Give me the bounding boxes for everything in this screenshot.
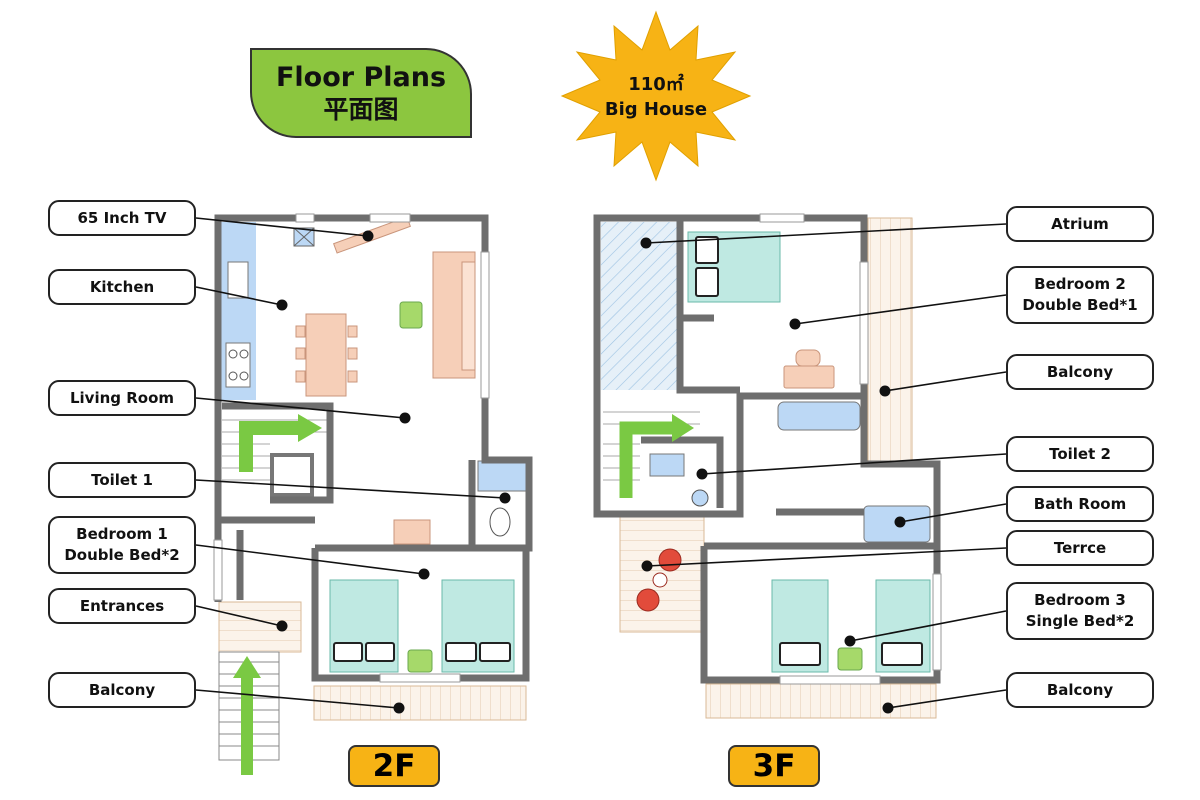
anchor-dot bbox=[276, 299, 288, 311]
leader-line bbox=[701, 453, 1007, 475]
callout-bedroom3: Bedroom 3 Single Bed*2 bbox=[1006, 582, 1154, 640]
leader-line bbox=[899, 503, 1007, 523]
leader-lines bbox=[195, 217, 1007, 714]
anchor-dot bbox=[399, 412, 411, 424]
anchor-dot bbox=[696, 468, 708, 480]
anchor-dot bbox=[362, 230, 374, 242]
leader-line bbox=[884, 371, 1007, 392]
callout-living: Living Room bbox=[48, 380, 196, 416]
callout-tv: 65 Inch TV bbox=[48, 200, 196, 236]
callout-balcony2f: Balcony bbox=[48, 672, 196, 708]
callout-text: Balcony bbox=[1046, 362, 1114, 381]
callout-bathroom: Bath Room bbox=[1006, 486, 1154, 522]
anchor-dot bbox=[640, 237, 652, 249]
leader-line bbox=[887, 689, 1007, 709]
leader-line bbox=[195, 689, 400, 709]
leader-line bbox=[849, 610, 1007, 642]
callout-bedroom2: Bedroom 2 Double Bed*1 bbox=[1006, 266, 1154, 324]
diagram-title: Floor Plans 平面图 bbox=[250, 48, 472, 138]
callout-toilet1: Toilet 1 bbox=[48, 462, 196, 498]
anchor-dot bbox=[393, 702, 405, 714]
callout-text: Atrium bbox=[1051, 214, 1109, 233]
callout-atrium: Atrium bbox=[1006, 206, 1154, 242]
anchor-dot bbox=[418, 568, 430, 580]
anchor-dot bbox=[641, 560, 653, 572]
callout-entrance: Entrances bbox=[48, 588, 196, 624]
leader-line bbox=[794, 294, 1007, 325]
anchor-dot bbox=[276, 620, 288, 632]
leader-line bbox=[195, 605, 283, 627]
callout-terrace: Terrce bbox=[1006, 530, 1154, 566]
arrow-icon bbox=[619, 414, 694, 498]
callout-text: Bedroom 1 bbox=[76, 525, 168, 543]
leader-line bbox=[646, 547, 1007, 567]
floor-plan-3f bbox=[593, 213, 942, 719]
callout-kitchen: Kitchen bbox=[48, 269, 196, 305]
callout-text: Terrce bbox=[1053, 538, 1107, 557]
callout-text: Bedroom 3 bbox=[1034, 591, 1126, 609]
floor-plan-2f bbox=[213, 213, 533, 775]
callout-text: Single Bed*2 bbox=[1025, 612, 1135, 630]
anchor-dot bbox=[789, 318, 801, 330]
leader-line bbox=[645, 223, 1007, 244]
arrow-icon bbox=[233, 656, 261, 775]
callout-text: Double Bed*1 bbox=[1022, 296, 1138, 314]
star-badge bbox=[560, 10, 752, 182]
callout-text: Toilet 2 bbox=[1049, 444, 1111, 463]
anchor-dot bbox=[499, 492, 511, 504]
area-badge-line-1: 110㎡ bbox=[628, 74, 684, 95]
area-badge-line-2: Big House bbox=[604, 99, 708, 120]
callout-bedroom1: Bedroom 1 Double Bed*2 bbox=[48, 516, 196, 574]
callout-text: Balcony bbox=[1046, 680, 1114, 699]
leader-line bbox=[195, 479, 506, 499]
floor-tag-3f: 3F bbox=[728, 745, 820, 787]
floor-tag-2f: 2F bbox=[348, 745, 440, 787]
leader-line bbox=[195, 544, 425, 575]
callout-text: Bath Room bbox=[1033, 494, 1127, 513]
callout-toilet2: Toilet 2 bbox=[1006, 436, 1154, 472]
arrow-icon bbox=[239, 414, 322, 472]
callout-text: Bedroom 2 bbox=[1034, 275, 1126, 293]
callout-text: Double Bed*2 bbox=[64, 546, 180, 564]
callout-text: Entrances bbox=[79, 596, 165, 615]
callout-text: Balcony bbox=[88, 680, 156, 699]
anchor-dot bbox=[844, 635, 856, 647]
callout-text: Living Room bbox=[69, 388, 175, 407]
callout-balcony3f: Balcony bbox=[1006, 672, 1154, 708]
title-line-2: 平面图 bbox=[323, 95, 399, 124]
callout-text: Toilet 1 bbox=[91, 470, 153, 489]
leader-line bbox=[195, 286, 283, 306]
anchor-dot bbox=[879, 385, 891, 397]
callout-text: 65 Inch TV bbox=[77, 208, 167, 227]
leader-line bbox=[195, 217, 369, 237]
callout-text: Kitchen bbox=[89, 277, 155, 296]
anchor-dot bbox=[882, 702, 894, 714]
callout-balcony3f-side: Balcony bbox=[1006, 354, 1154, 390]
leader-line bbox=[195, 397, 406, 419]
title-line-1: Floor Plans bbox=[275, 62, 447, 93]
area-badge: 110㎡ Big House bbox=[586, 72, 726, 122]
anchor-dot bbox=[894, 516, 906, 528]
